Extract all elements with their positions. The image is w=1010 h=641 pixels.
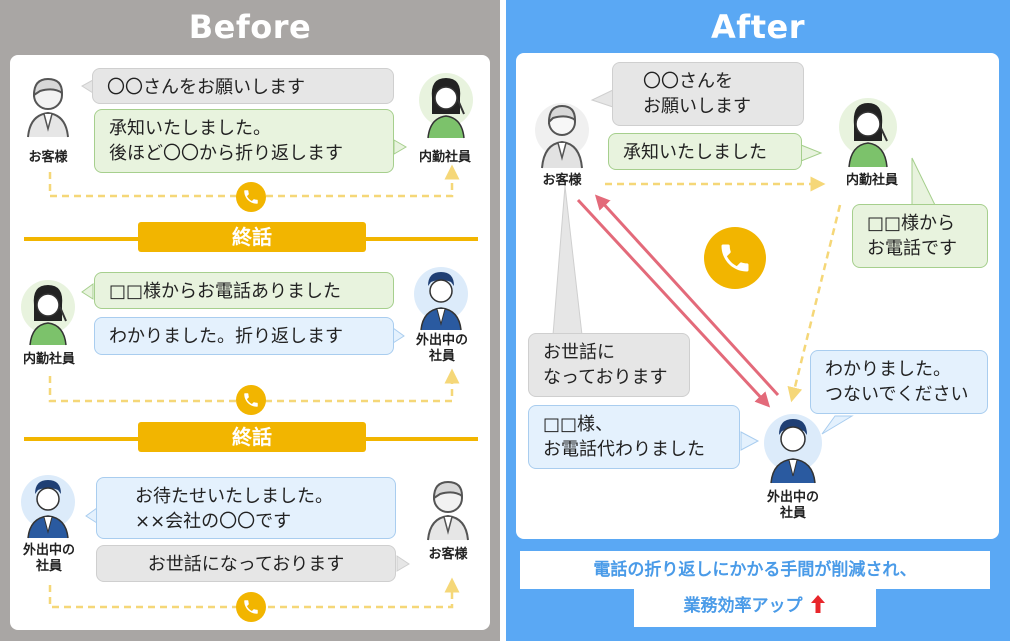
before-s2-out-label: 外出中の 社員 bbox=[415, 333, 468, 364]
office-worker-headset-avatar bbox=[839, 98, 897, 168]
before-s1-customer-label: お客様 bbox=[28, 150, 68, 165]
after-red-arrow-up bbox=[594, 194, 780, 397]
after-title: After bbox=[711, 8, 805, 46]
after-dashed-office-to-out bbox=[787, 204, 842, 403]
before-s2-dashed-connector bbox=[48, 368, 460, 403]
businessman-avatar bbox=[414, 267, 468, 331]
after-red-arrow-down bbox=[576, 198, 771, 408]
before-s3-greeting-bubble: お待たせいたしました。 ××会社の〇〇です bbox=[96, 477, 396, 539]
red-up-arrow-icon bbox=[811, 595, 826, 613]
before-s2-office-label: 内勤社員 bbox=[22, 352, 75, 367]
after-out-label: 外出中の 社員 bbox=[766, 490, 819, 521]
before-s2-reply-bubble: わかりました。折り返します bbox=[94, 317, 394, 355]
after-request-bubble: 〇〇さんを お願いします bbox=[612, 62, 804, 126]
before-s1-dashed-connector bbox=[48, 164, 460, 198]
before-s3-out-label: 外出中の 社員 bbox=[22, 543, 75, 574]
before-s2-report-bubble: □□様からお電話ありました bbox=[94, 272, 394, 309]
before-s3-customer-label: お客様 bbox=[428, 547, 468, 562]
after-customer-label: お客様 bbox=[542, 173, 582, 188]
after-office-label: 内勤社員 bbox=[845, 173, 898, 188]
after-footer-line2-box: 業務効率アップ bbox=[634, 589, 876, 627]
after-out-reply-bubble: わかりました。 つないでください bbox=[810, 350, 988, 414]
customer-avatar bbox=[535, 103, 589, 169]
after-notify-bubble: □□様から お電話です bbox=[852, 204, 988, 268]
customer-avatar bbox=[427, 480, 469, 541]
before-s1-office-label: 内勤社員 bbox=[418, 150, 471, 165]
after-handover-bubble: □□様、 お電話代わりました bbox=[528, 405, 740, 469]
businessman-avatar bbox=[764, 414, 822, 484]
after-customer-greeting-bubble: お世話に なっております bbox=[528, 333, 690, 397]
before-s1-reply-bubble: 承知いたしました。 後ほど〇〇から折り返します bbox=[94, 109, 394, 173]
businessman-avatar bbox=[21, 475, 75, 539]
before-s3-response-bubble: お世話になっております bbox=[96, 545, 396, 582]
before-s1-request-bubble: 〇〇さんをお願いします bbox=[92, 68, 394, 104]
before-title: Before bbox=[188, 8, 312, 46]
phone-icon bbox=[236, 385, 266, 415]
phone-icon bbox=[236, 592, 266, 622]
office-worker-headset-avatar bbox=[419, 73, 473, 139]
before-end-call-tag-2: 終話 bbox=[138, 422, 366, 452]
customer-avatar bbox=[27, 77, 69, 138]
office-worker-headset-avatar bbox=[21, 280, 75, 346]
after-footer-line2: 業務効率アップ bbox=[683, 596, 803, 616]
after-footer-line1: 電話の折り返しにかかる手間が削減され、 bbox=[520, 551, 990, 589]
phone-icon bbox=[236, 182, 266, 212]
phone-icon bbox=[704, 227, 766, 289]
before-end-call-tag-1: 終話 bbox=[138, 222, 366, 252]
after-ack-bubble: 承知いたしました bbox=[608, 133, 802, 170]
